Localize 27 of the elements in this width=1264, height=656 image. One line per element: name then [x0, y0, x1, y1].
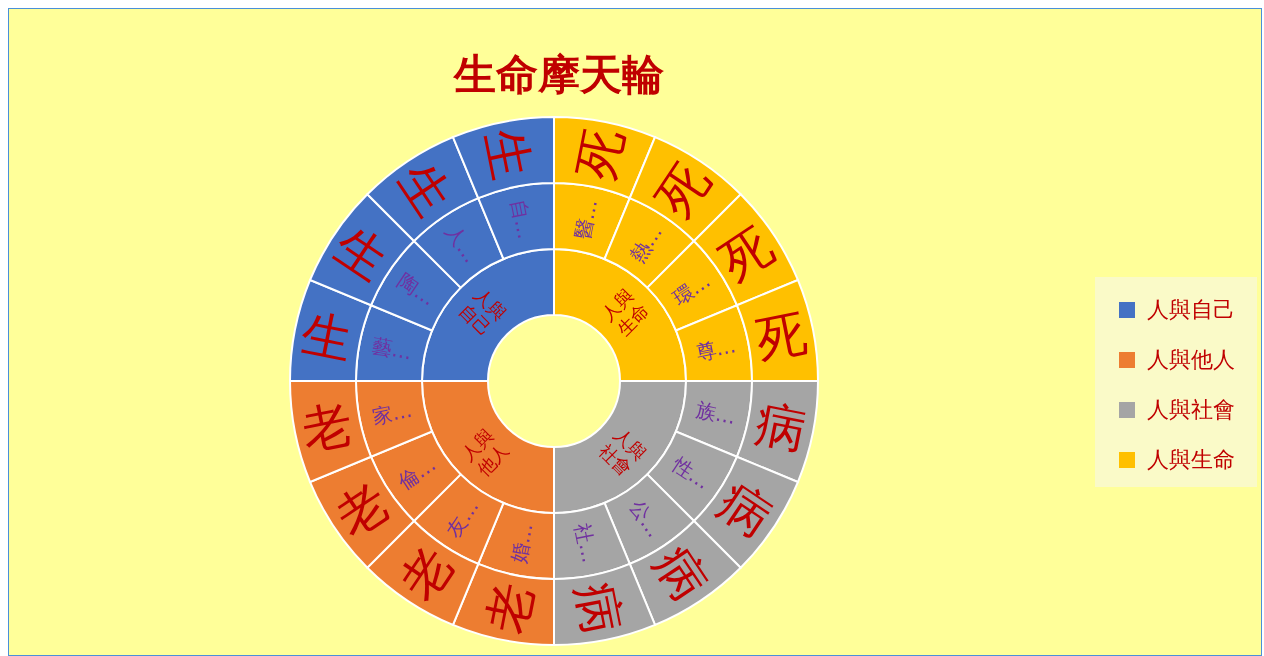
segment-label: 病 [750, 393, 811, 461]
segment-label: 老 [297, 393, 358, 461]
segment-label: 婚… [506, 520, 538, 565]
segment-label: 死 [750, 303, 811, 371]
segment-label: 生 [474, 124, 542, 185]
legend-label: 人與自己 [1147, 296, 1235, 324]
segment-label: 藝… [370, 333, 415, 365]
legend-label: 人與生命 [1147, 446, 1235, 474]
segment-label: 尊… [693, 333, 738, 365]
segment-label: 死 [566, 124, 634, 185]
segment-label: 自… [505, 197, 538, 242]
segment-label: 人與生命 [597, 284, 653, 340]
segment-label: 老 [476, 577, 544, 638]
legend-label: 人與他人 [1147, 346, 1235, 374]
legend-label: 人與社會 [1147, 396, 1235, 424]
segment-label: 人與自己 [455, 284, 511, 340]
segment-label: 族… [693, 397, 738, 430]
segment-label: 人與他人 [457, 424, 513, 480]
segment-label: 醫… [570, 197, 603, 242]
segment-label: 人與社會 [595, 424, 651, 480]
chart-title: 生命摩天輪 [452, 49, 665, 101]
segment-label: 友… [441, 495, 484, 542]
segment-label: 家… [370, 397, 415, 430]
segment-label: 陶… [393, 268, 440, 311]
segment-label: 生 [297, 303, 358, 371]
segment-label: 病 [564, 577, 632, 638]
segment-label: 社… [570, 520, 602, 565]
